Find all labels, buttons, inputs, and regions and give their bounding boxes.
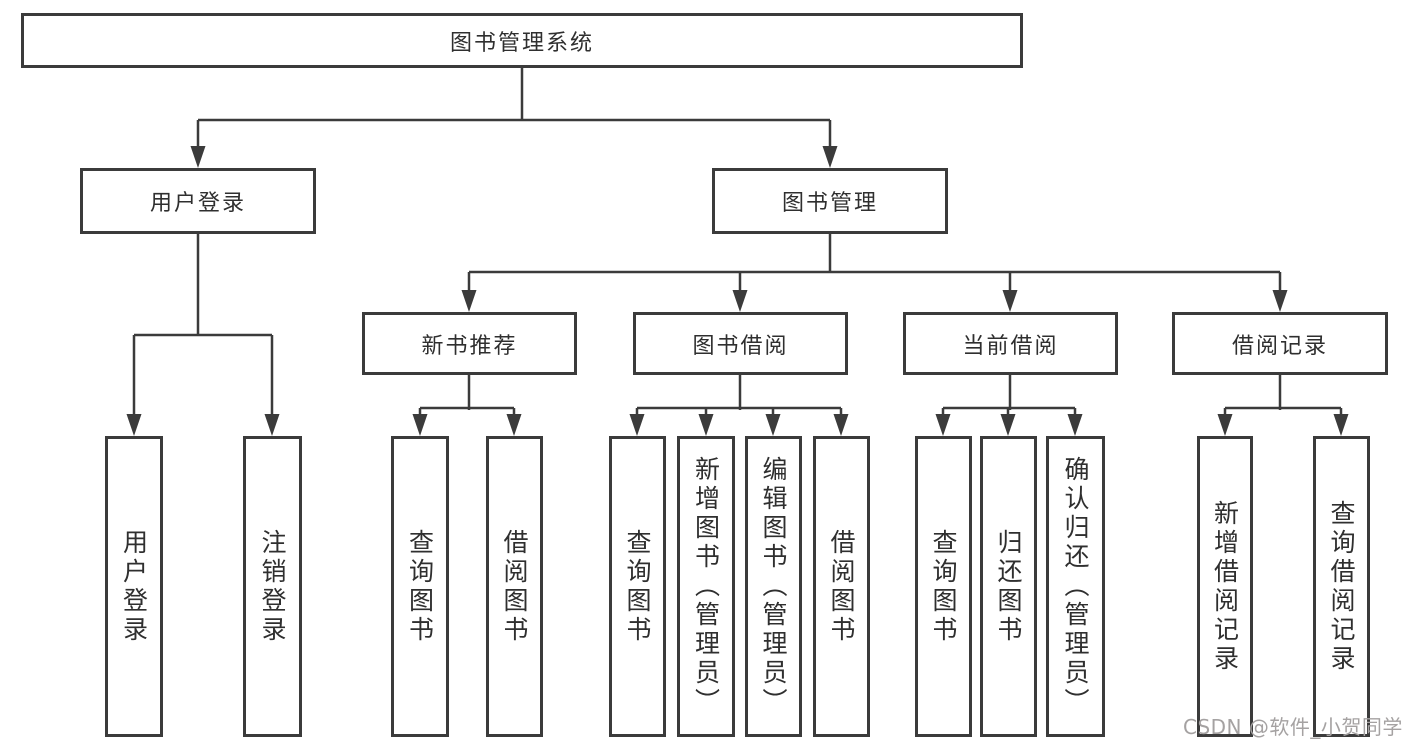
leaf-query-books-3: 查询图书	[915, 436, 972, 737]
leaf-user-login: 用户登录	[105, 436, 163, 737]
leaf-add-borrow-record: 新增借阅记录	[1197, 436, 1253, 737]
node-user-login: 用户登录	[80, 168, 316, 234]
leaf-edit-book-admin: 编辑图书（管理员）	[745, 436, 802, 737]
leaf-add-book-admin: 新增图书（管理员）	[677, 436, 735, 737]
leaf-query-books-2: 查询图书	[609, 436, 666, 737]
leaf-return-book: 归还图书	[980, 436, 1037, 737]
leaf-query-borrow-record: 查询借阅记录	[1313, 436, 1370, 737]
leaf-logout: 注销登录	[243, 436, 302, 737]
leaf-borrow-books-1: 借阅图书	[486, 436, 543, 737]
node-borrow-records: 借阅记录	[1172, 312, 1388, 375]
leaf-confirm-return-admin: 确认归还（管理员）	[1046, 436, 1105, 737]
node-new-book-recommend: 新书推荐	[362, 312, 577, 375]
node-root: 图书管理系统	[21, 13, 1023, 68]
leaf-borrow-books-2: 借阅图书	[813, 436, 870, 737]
node-current-borrow: 当前借阅	[903, 312, 1118, 375]
node-book-management: 图书管理	[712, 168, 948, 234]
watermark: CSDN @软件_小贺同学	[1183, 715, 1403, 739]
leaf-query-books-1: 查询图书	[391, 436, 449, 737]
node-book-borrow: 图书借阅	[633, 312, 848, 375]
